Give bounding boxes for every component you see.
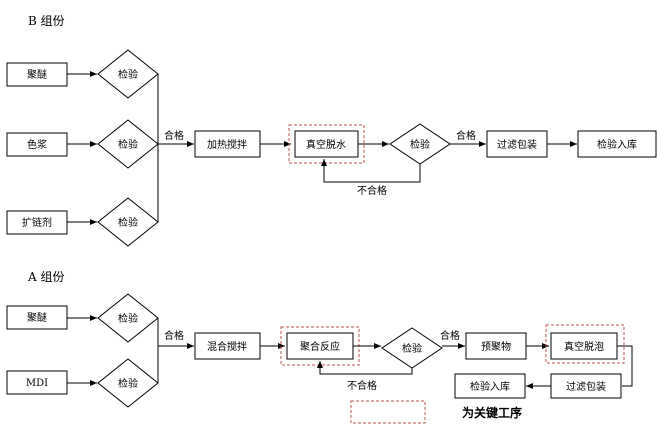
b-inspect-diamond-1 bbox=[97, 49, 159, 99]
a-fail-loop bbox=[317, 361, 413, 375]
b-material-label-2: 色浆 bbox=[27, 138, 47, 151]
a-filter-pack-box bbox=[550, 373, 622, 399]
b-vacuum-dewater-label: 真空脱水 bbox=[306, 138, 346, 151]
a-mix-label: 混合搅拌 bbox=[207, 340, 247, 353]
b-inspect-label-3: 检验 bbox=[118, 216, 138, 229]
a-fail-label: 不合格 bbox=[347, 379, 377, 392]
b-pass-label-2: 合格 bbox=[456, 129, 476, 142]
a-inspect-label-2: 检验 bbox=[118, 377, 138, 390]
b-heat-mix-box bbox=[194, 130, 261, 158]
b-fail-label: 不合格 bbox=[357, 184, 387, 197]
legend-key-process-swatch bbox=[350, 400, 426, 424]
a-inspect2-label: 检验 bbox=[402, 342, 422, 355]
a-polymerize-box bbox=[286, 332, 354, 360]
b-fail-loop bbox=[321, 159, 421, 183]
b-heat-mix-label: 加热搅拌 bbox=[207, 138, 247, 151]
b-vacuum-dewater-box bbox=[294, 130, 359, 158]
a-route-down bbox=[617, 345, 633, 387]
a-polymerize-label: 聚合反应 bbox=[300, 340, 340, 353]
a-prepolymer-label: 预聚物 bbox=[481, 340, 511, 353]
a-key-process-outline-2 bbox=[545, 324, 625, 364]
a-filter-pack-label: 过滤包装 bbox=[566, 380, 606, 393]
a-material-label-2: MDI bbox=[26, 378, 48, 389]
group-b-title: B 组份 bbox=[28, 14, 65, 28]
a-pass-label-1: 合格 bbox=[164, 329, 184, 342]
a-inspect-diamond-2 bbox=[97, 358, 159, 408]
a-inspect-diamond-1 bbox=[97, 293, 159, 343]
b-inspect-diamond-2 bbox=[97, 119, 159, 169]
group-a-title: A 组份 bbox=[27, 270, 64, 284]
b-inspect-diamond-3 bbox=[97, 197, 159, 247]
b-filter-pack-label: 过滤包装 bbox=[497, 138, 537, 151]
b-inspect-store-box bbox=[577, 130, 657, 158]
b-material-label-3: 扩链剂 bbox=[22, 216, 52, 229]
b-inspect-label-1: 检验 bbox=[118, 68, 138, 81]
b-inspect-label-2: 检验 bbox=[118, 138, 138, 151]
legend-key-process-label: 为关键工序 bbox=[462, 405, 522, 420]
a-inspect-label-1: 检验 bbox=[118, 312, 138, 325]
b-inspect2-label: 检验 bbox=[410, 138, 430, 151]
a-material-label-1: 聚醚 bbox=[27, 311, 47, 324]
a-prepolymer-box bbox=[465, 332, 527, 360]
a-inspect-store-box bbox=[454, 373, 526, 399]
b-pass-label-1: 合格 bbox=[164, 129, 184, 142]
a-vacuum-defoam-label: 真空脱泡 bbox=[564, 340, 604, 353]
a-mix-box bbox=[194, 332, 261, 360]
b-inspect-store-label: 检验入库 bbox=[597, 138, 637, 151]
a-inspect-store-label: 检验入库 bbox=[470, 380, 510, 393]
a-pass-label-2: 合格 bbox=[440, 329, 460, 342]
b-material-label-1: 聚醚 bbox=[27, 68, 47, 81]
